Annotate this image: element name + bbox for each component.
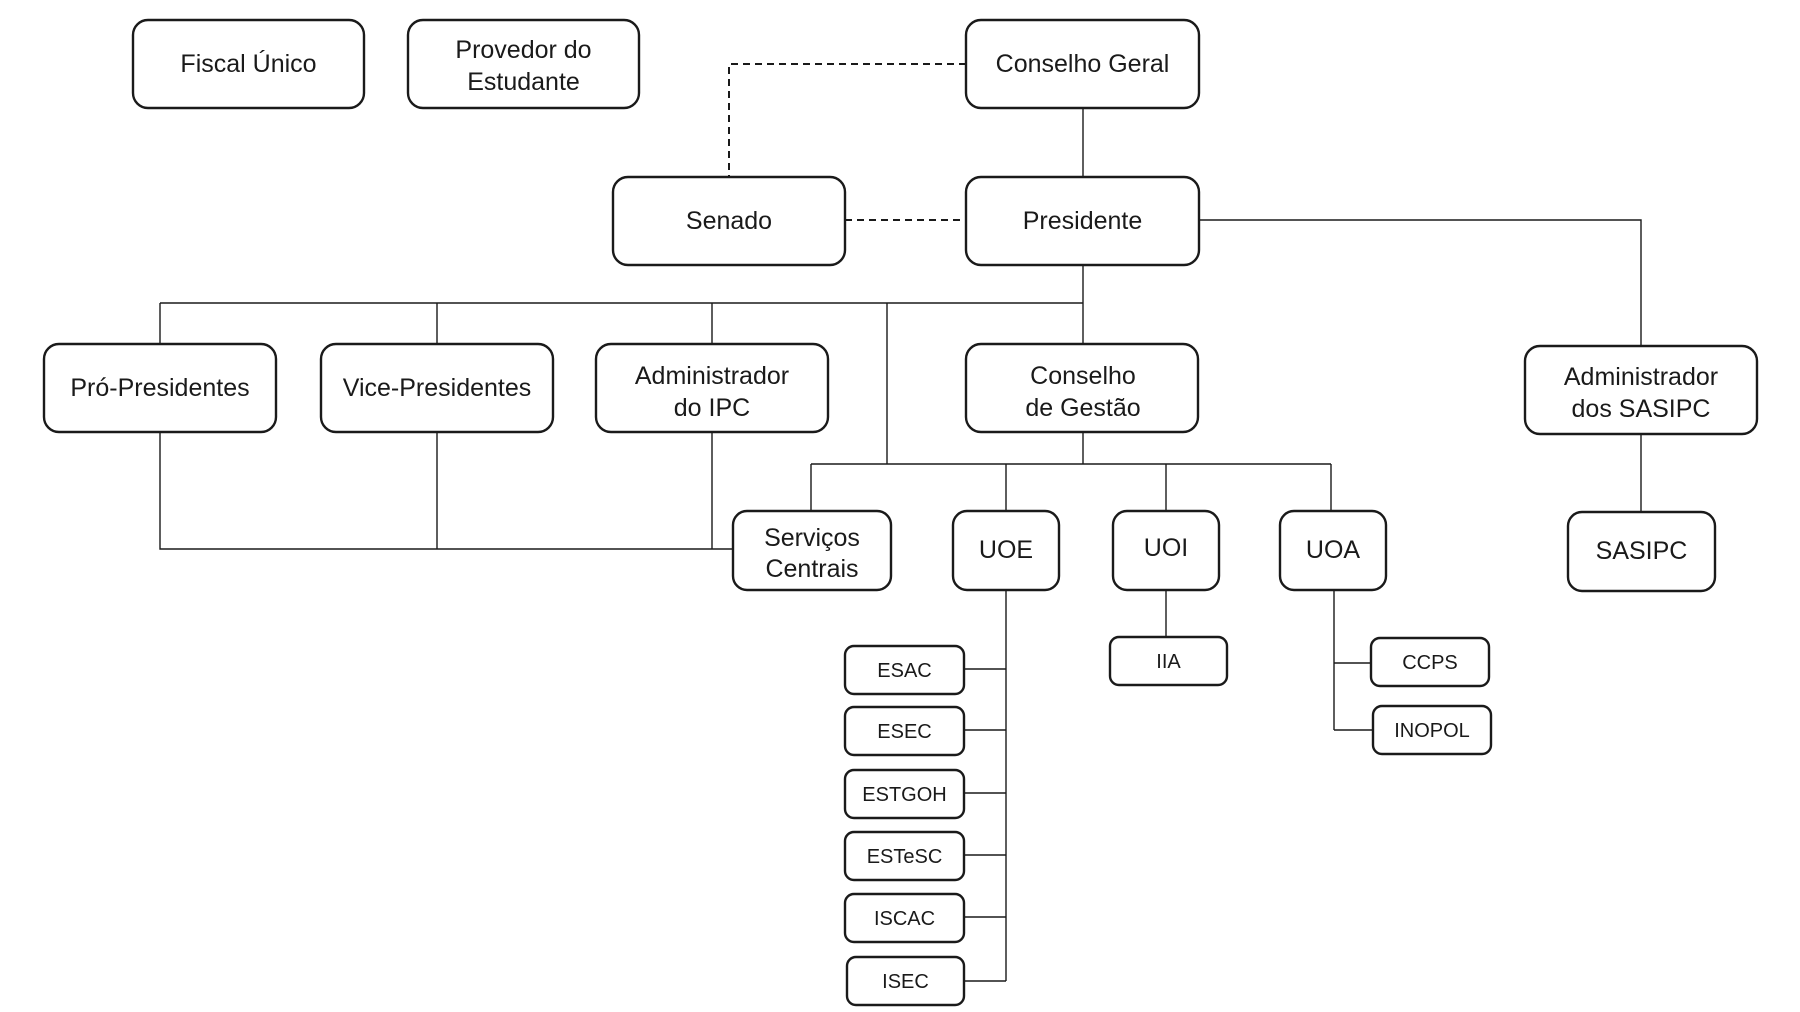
node-iia: IIA	[1108, 635, 1229, 687]
node-conselho-geral: Conselho Geral	[964, 18, 1201, 110]
node-label: ESTeSC	[867, 846, 943, 868]
node-label: UOI	[1144, 534, 1188, 562]
node-vice-presidentes: Vice-Presidentes	[319, 342, 555, 434]
edge-conselho-geral-senado	[728, 63, 966, 177]
node-esec: ESEC	[843, 705, 966, 757]
node-label-line1: Provedor do	[455, 36, 591, 64]
node-servicos-centrais: Serviços Centrais	[731, 509, 893, 592]
node-isec: ISEC	[845, 955, 966, 1007]
node-label-line2: dos SASIPC	[1572, 395, 1711, 423]
node-label-line1: Serviços	[764, 524, 860, 552]
node-label-line2: Centrais	[765, 555, 858, 583]
node-label-line2: de Gestão	[1025, 394, 1140, 422]
node-estgoh: ESTGOH	[843, 768, 966, 820]
node-label: UOE	[979, 536, 1033, 564]
node-label: Conselho Geral	[996, 50, 1170, 78]
node-administrador-sasipc: Administrador dos SASIPC	[1523, 344, 1759, 436]
node-administrador-ipc: Administrador do IPC	[594, 342, 830, 434]
node-estesc: ESTeSC	[843, 830, 966, 882]
node-senado: Senado	[611, 175, 847, 267]
node-conselho-gestao: Conselho de Gestão	[964, 342, 1200, 434]
node-label: ESTGOH	[862, 784, 946, 806]
node-provedor-estudante: Provedor do Estudante	[406, 18, 641, 110]
node-label-line1: Conselho	[1030, 362, 1136, 390]
node-label: UOA	[1306, 536, 1361, 564]
node-label: ESEC	[877, 721, 931, 743]
node-label: Pró-Presidentes	[70, 374, 249, 402]
node-label-line1: Administrador	[635, 362, 789, 390]
node-label: CCPS	[1402, 652, 1458, 674]
node-label-line2: Estudante	[467, 68, 580, 96]
node-uoa: UOA	[1278, 509, 1388, 592]
node-label: Presidente	[1023, 207, 1143, 235]
node-uoi: UOI	[1111, 509, 1221, 592]
node-label: ISEC	[882, 971, 929, 993]
node-label-line2: do IPC	[674, 394, 750, 422]
node-uoe: UOE	[951, 509, 1061, 592]
node-label: Senado	[686, 207, 772, 235]
node-label: ESAC	[877, 660, 931, 682]
node-inopol: INOPOL	[1371, 704, 1493, 756]
node-sasipc: SASIPC	[1566, 510, 1717, 593]
node-label: INOPOL	[1394, 720, 1470, 742]
node-presidente: Presidente	[964, 175, 1201, 267]
node-ccps: CCPS	[1369, 636, 1491, 688]
node-pro-presidentes: Pró-Presidentes	[42, 342, 278, 434]
edge-presidente-administrador-sasipc	[1199, 219, 1642, 346]
node-label: ISCAC	[874, 908, 935, 930]
node-label: Vice-Presidentes	[343, 374, 532, 402]
node-esac: ESAC	[843, 644, 966, 696]
node-fiscal-unico: Fiscal Único	[131, 18, 366, 110]
node-label: IIA	[1156, 651, 1181, 673]
edge-pro-presidentes-servicos	[159, 432, 733, 550]
node-iscac: ISCAC	[843, 892, 966, 944]
node-label-line1: Administrador	[1564, 363, 1718, 391]
node-label: Fiscal Único	[180, 49, 316, 78]
node-label: SASIPC	[1596, 537, 1688, 565]
connectors	[159, 63, 1642, 982]
